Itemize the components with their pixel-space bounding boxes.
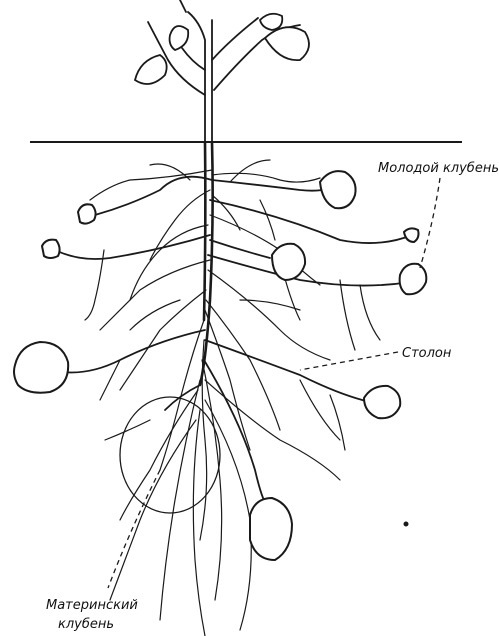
mother-tuber <box>120 397 220 513</box>
label-young-tuber: Молодой клубень <box>378 161 499 176</box>
label-stolon: Столон <box>402 346 452 361</box>
leaf-right-small <box>260 14 282 30</box>
tuber-bottom <box>250 498 292 560</box>
tuber-left-upper <box>78 204 96 223</box>
tuber-top-right <box>320 171 356 208</box>
leader-stolon <box>300 352 398 370</box>
leaf-left-upper <box>170 26 189 50</box>
tuber-lower-right <box>364 386 400 418</box>
tuber-right-upper <box>404 228 419 242</box>
tuber-left-mid <box>42 240 60 258</box>
dot-mark <box>404 522 409 527</box>
tuber-right <box>400 264 427 295</box>
leader-young-tuber <box>420 178 440 268</box>
tuber-left-large <box>14 342 68 393</box>
leaf-left <box>135 55 167 84</box>
roots <box>85 160 380 636</box>
leaf-right <box>265 27 309 60</box>
young-tubers <box>14 171 426 560</box>
tuber-middle <box>272 244 305 280</box>
label-mother-tuber-line1: Материнский <box>46 598 138 613</box>
label-mother-tuber-line2: клубень <box>58 617 114 632</box>
leader-mother-tuber <box>108 470 160 588</box>
